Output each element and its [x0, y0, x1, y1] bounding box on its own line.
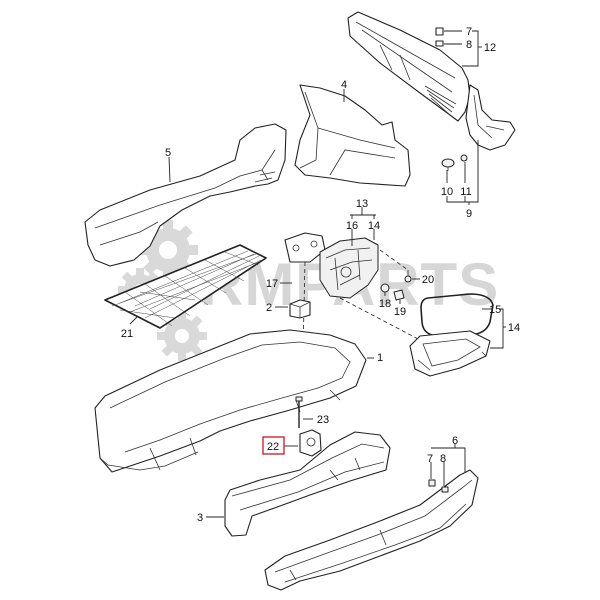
highlight-box-22: [262, 436, 285, 455]
net-mesh: [111, 250, 262, 327]
part-2-block: [289, 299, 311, 319]
part-5-side-liner: [84, 123, 287, 267]
callout-18: 18: [379, 298, 391, 310]
callout-16: 16: [346, 220, 358, 232]
callout-3: 3: [197, 512, 203, 524]
callout-12: 12: [484, 42, 496, 54]
clip-8-top: [435, 40, 444, 47]
callout-7-bottom: 7: [427, 453, 433, 465]
nut-11: [460, 154, 468, 162]
callout-13: 13: [356, 198, 368, 210]
callout-7-top: 7: [466, 26, 472, 38]
part-16-lock-assembly: [319, 237, 379, 299]
callout-23: 23: [317, 414, 329, 426]
callout-2: 2: [266, 302, 272, 314]
part-4-side-cover: [294, 84, 411, 187]
callout-5: 5: [165, 147, 171, 159]
gear-icon: [138, 220, 198, 280]
screw-10: [441, 158, 455, 171]
clip-7-bottom: [428, 479, 436, 487]
part-20-screw: [404, 270, 412, 283]
callout-1: 1: [377, 352, 383, 364]
part-21-luggage-net: [104, 244, 267, 329]
callout-19: 19: [394, 306, 406, 318]
callout-17: 17: [266, 278, 278, 290]
callout-20: 20: [422, 274, 434, 286]
part-3-lower-liner: [224, 431, 391, 537]
callout-10: 10: [441, 186, 453, 198]
part-9-bracket: [441, 84, 516, 171]
part-23-bolt: [295, 396, 303, 428]
callout-4: 4: [341, 79, 347, 91]
part-1-trunk-liner: [94, 329, 367, 473]
clip-7-top: [435, 27, 444, 36]
part-18-nut: [380, 283, 390, 293]
callout-9: 9: [466, 208, 472, 220]
callout-14-top: 14: [368, 220, 380, 232]
callout-15: 15: [489, 304, 501, 316]
callout-22: 22: [267, 441, 279, 453]
clip-8-bottom: [441, 486, 449, 493]
callout-8-top: 8: [466, 39, 472, 51]
callout-11: 11: [460, 186, 471, 198]
part-14-housing: [409, 330, 491, 377]
callout-8-bottom: 8: [440, 453, 446, 465]
part-22-bracket: [299, 429, 322, 457]
part-6-sill-panel: [264, 469, 479, 591]
callout-6: 6: [452, 435, 458, 447]
callout-14-right: 14: [508, 322, 520, 334]
callout-21: 21: [121, 328, 133, 340]
part-19-clip: [393, 289, 405, 301]
part-12-trim-panel: [347, 11, 471, 122]
